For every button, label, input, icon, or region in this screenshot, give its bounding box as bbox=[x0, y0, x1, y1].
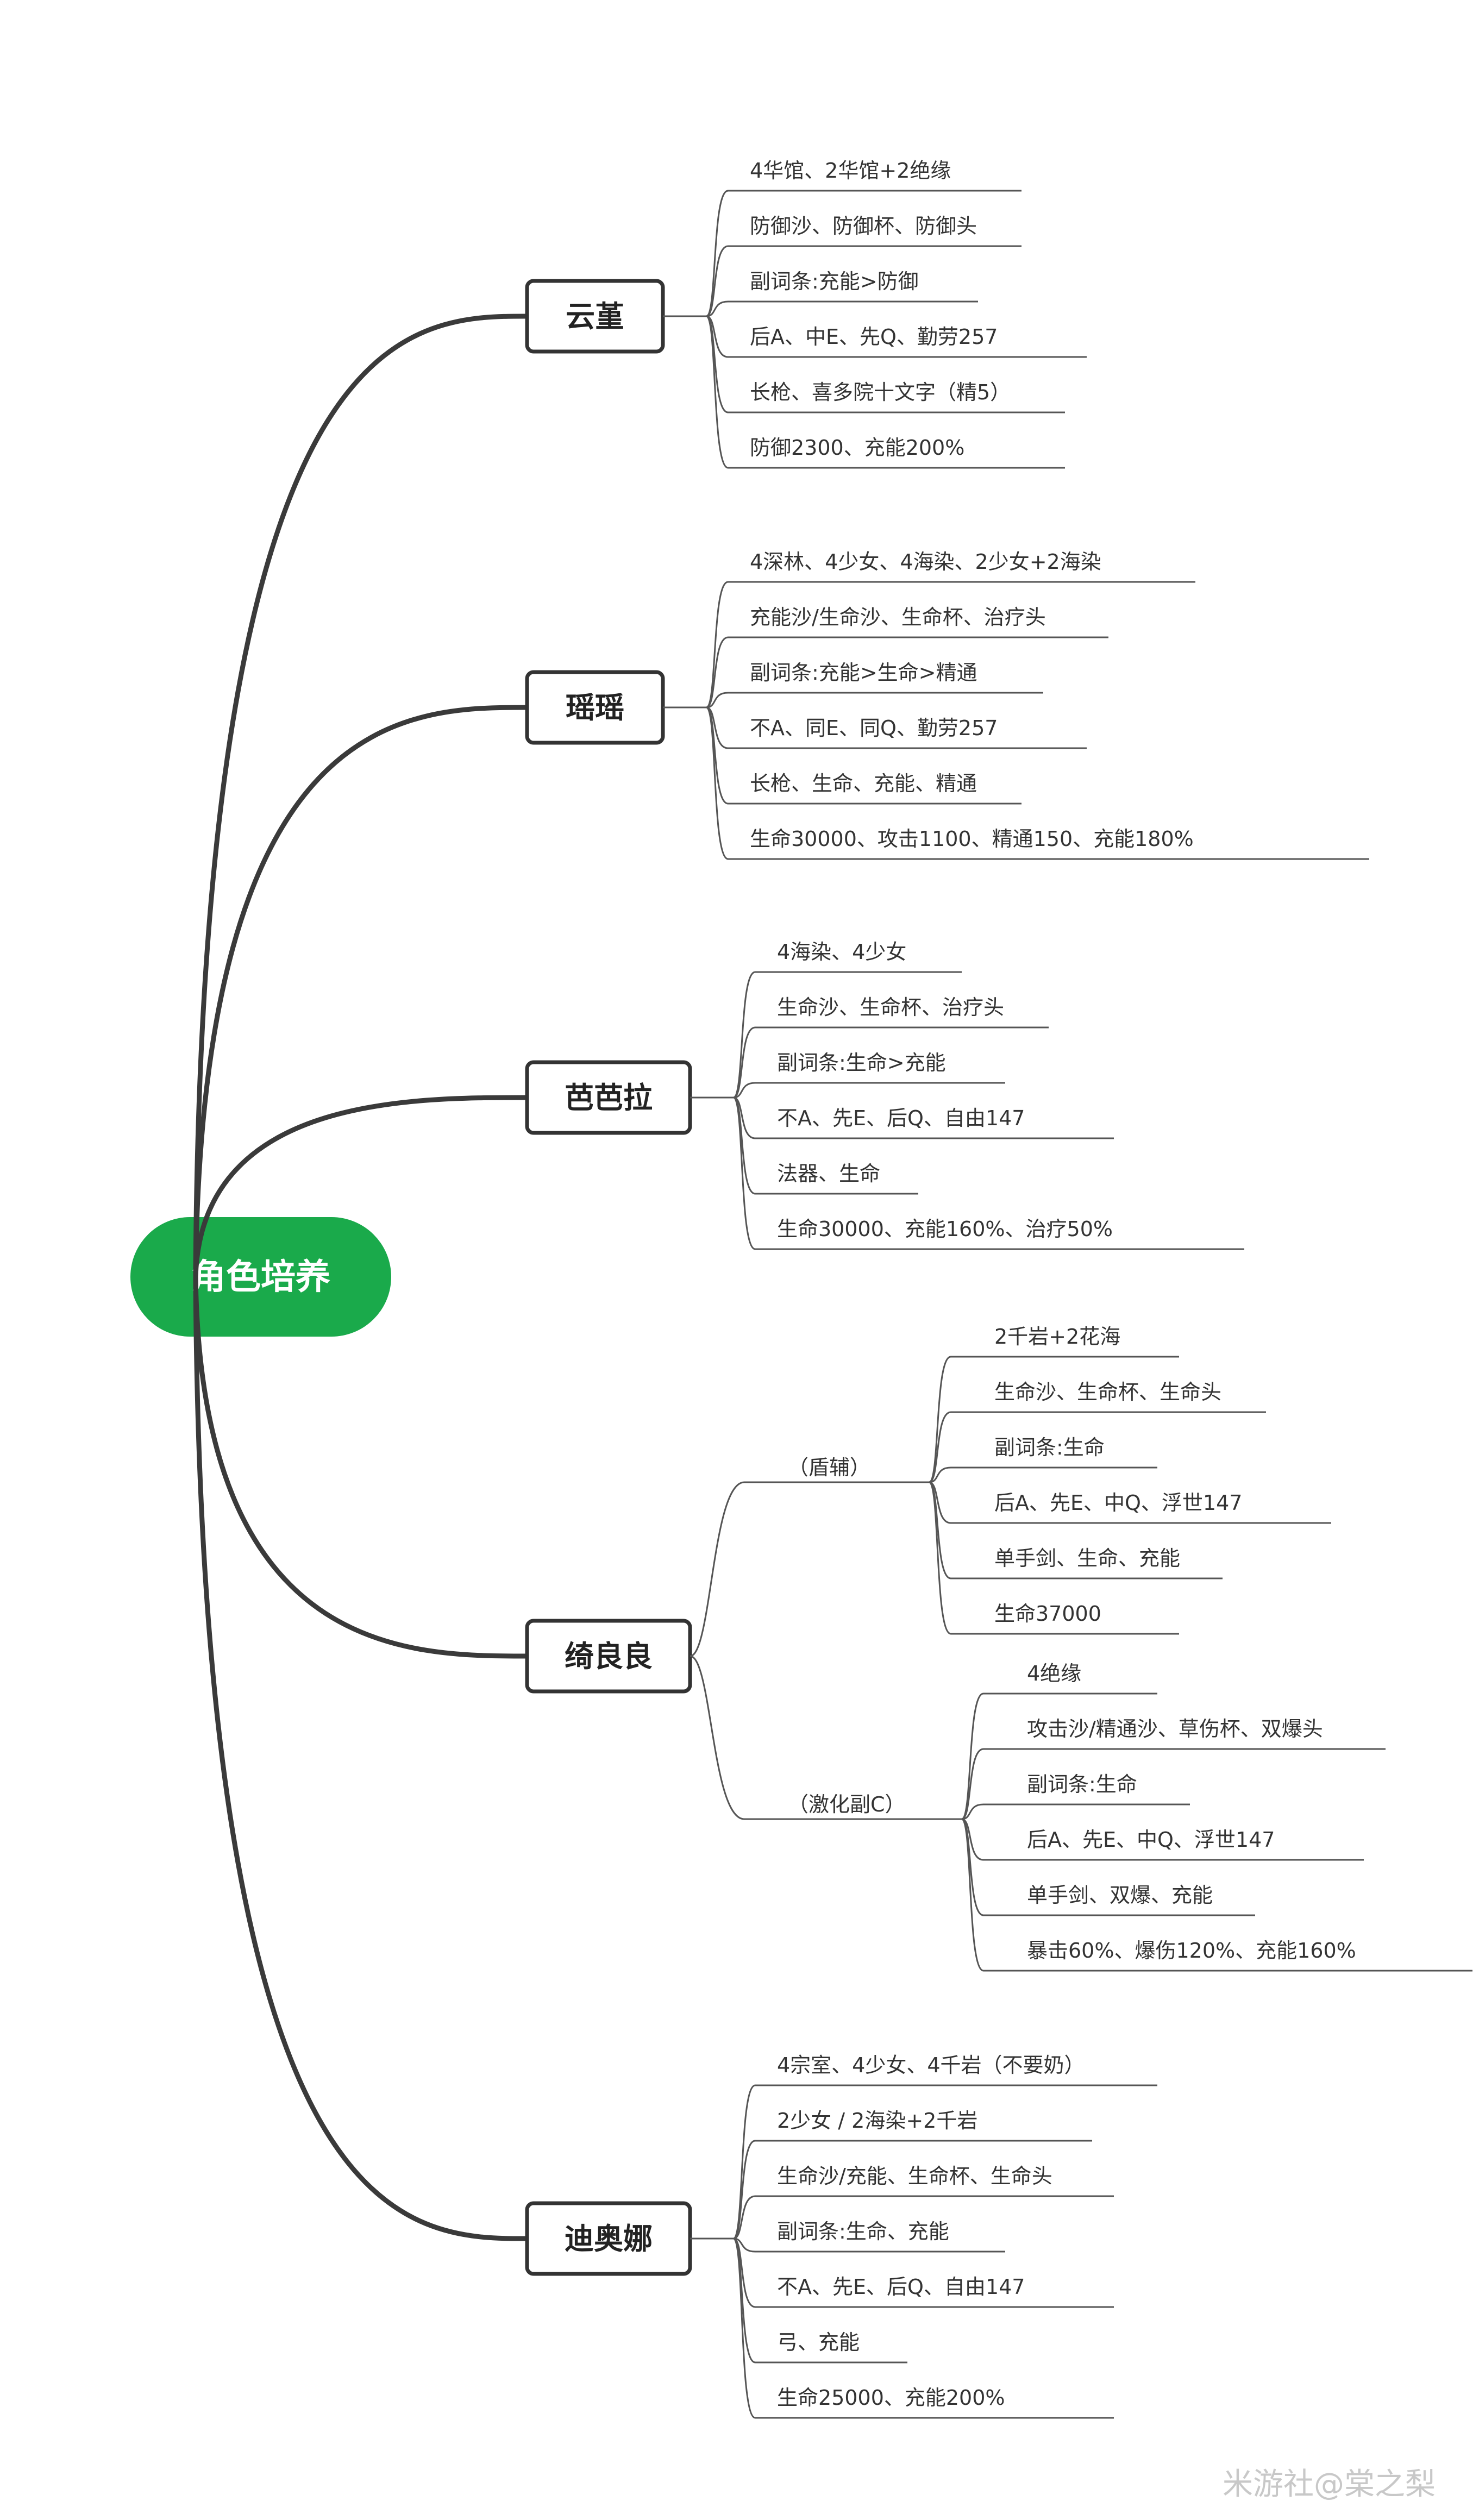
leaf-item-text: 4绝缘 bbox=[1027, 1662, 1081, 1685]
branch-label: 芭芭拉 bbox=[565, 1081, 653, 1115]
leaf-item-text: 后A、中E、先Q、勤劳257 bbox=[750, 325, 998, 349]
leaf-item-text: 后A、先E、中Q、浮世147 bbox=[994, 1491, 1242, 1515]
leaf-item-text: 副词条:生命 bbox=[994, 1435, 1105, 1459]
leaf-item-connector bbox=[961, 1748, 984, 1820]
watermark: 米游社@棠之梨 bbox=[1223, 2467, 1436, 2502]
leaf-item-text: 长枪、喜多院十文字（精5） bbox=[750, 380, 1011, 404]
root-to-branch-connector bbox=[193, 705, 528, 1277]
root-label: 角色培养 bbox=[191, 1257, 330, 1297]
leaf-item-text: 副词条:生命、充能 bbox=[777, 2220, 949, 2243]
leaf-item-connector bbox=[961, 1818, 984, 1916]
leaf-item-text: 4宗室、4少女、4千岩（不要奶） bbox=[777, 2053, 1085, 2077]
leaf-item-text: 充能沙/生命沙、生命杯、治疗头 bbox=[750, 605, 1046, 629]
leaf-item-connector bbox=[733, 2237, 756, 2253]
leaf-item-text: 长枪、生命、充能、精通 bbox=[750, 772, 977, 795]
leaf-item-connector bbox=[732, 1096, 756, 1250]
leaf-item-text: 副词条:充能>生命>精通 bbox=[750, 661, 977, 685]
branch-label: 瑶瑶 bbox=[566, 691, 624, 725]
leaf-item-text: 2少女 / 2海染+2千岩 bbox=[777, 2109, 977, 2133]
leaf-item-connector bbox=[705, 315, 729, 469]
leaf-item-connector bbox=[929, 1356, 951, 1483]
leaf-item-connector bbox=[733, 2140, 756, 2240]
root-to-branch-connector bbox=[193, 1095, 528, 1277]
leaf-item-text: 副词条:充能>防御 bbox=[750, 269, 919, 293]
leaf-item-text: 副词条:生命>充能 bbox=[777, 1051, 946, 1075]
leaf-item-connector bbox=[733, 1096, 756, 1195]
sub-connector bbox=[690, 1655, 745, 1820]
leaf-item-text: 副词条:生命 bbox=[1027, 1772, 1137, 1796]
leaf-item-connector bbox=[733, 2195, 756, 2240]
leaf-item-connector bbox=[929, 1411, 951, 1483]
leaf-item-text: 生命沙、生命杯、生命头 bbox=[994, 1380, 1221, 1404]
root-to-branch-connector bbox=[193, 314, 528, 1277]
root-to-branch-connector bbox=[193, 1276, 528, 2241]
leaf-item-connector bbox=[706, 692, 729, 709]
leaf-item-connector bbox=[732, 2237, 756, 2419]
leaf-item-text: 生命沙/充能、生命杯、生命头 bbox=[777, 2164, 1052, 2188]
sub-connector bbox=[690, 1481, 745, 1657]
leaf-item-text: 单手剑、双爆、充能 bbox=[1027, 1883, 1213, 1907]
leaf-item-connector bbox=[732, 2084, 756, 2240]
leaf-item-text: 不A、先E、后Q、自由147 bbox=[777, 1106, 1025, 1130]
leaf-item-connector bbox=[733, 1026, 756, 1099]
leaf-item-text: 暴击60%、爆伤120%、充能160% bbox=[1027, 1939, 1356, 1963]
branch-label: 迪奥娜 bbox=[565, 2222, 653, 2256]
leaf-item-text: 不A、同E、同Q、勤劳257 bbox=[750, 716, 998, 740]
leaf-item-connector bbox=[961, 1818, 984, 1972]
leaf-item-text: 单手剑、生命、充能 bbox=[994, 1546, 1180, 1570]
leaf-item-connector bbox=[929, 1466, 951, 1483]
leaf-item-connector bbox=[705, 706, 729, 860]
leaf-item-connector bbox=[706, 190, 729, 317]
leaf-item-connector bbox=[706, 315, 729, 413]
branch-label: 云堇 bbox=[566, 299, 624, 334]
leaf-item-text: 法器、生命 bbox=[777, 1162, 880, 1186]
leaf-item-connector bbox=[706, 636, 729, 709]
leaf-item-connector bbox=[706, 300, 729, 317]
leaf-item-text: 弓、充能 bbox=[777, 2330, 860, 2354]
branch-label: 绮良良 bbox=[565, 1639, 653, 1673]
leaf-item-connector bbox=[733, 1082, 756, 1099]
leaf-item-text: 4深林、4少女、4海染、2少女+2海染 bbox=[750, 550, 1101, 574]
leaf-item-text: 4海染、4少女 bbox=[777, 940, 906, 964]
leaf-item-text: 生命沙、生命杯、治疗头 bbox=[777, 995, 1004, 1019]
leaf-item-text: 攻击沙/精通沙、草伤杯、双爆头 bbox=[1027, 1717, 1323, 1741]
leaf-item-connector bbox=[733, 971, 756, 1099]
leaf-item-text: 生命25000、充能200% bbox=[777, 2386, 1005, 2410]
leaf-item-text: 防御沙、防御杯、防御头 bbox=[750, 214, 977, 238]
leaf-item-text: 不A、先E、后Q、自由147 bbox=[777, 2275, 1025, 2299]
leaf-item-connector bbox=[733, 2237, 756, 2364]
leaf-item-text: 后A、先E、中Q、浮世147 bbox=[1027, 1828, 1275, 1852]
leaf-item-text: 防御2300、充能200% bbox=[750, 436, 964, 460]
leaf-item-text: 2千岩+2花海 bbox=[994, 1325, 1120, 1349]
leaf-item-connector bbox=[961, 1803, 984, 1820]
root-to-branch-connector bbox=[193, 1276, 528, 1659]
leaf-item-text: 生命37000 bbox=[994, 1602, 1101, 1626]
sub-branch-label: （盾辅） bbox=[788, 1456, 870, 1480]
leaf-item-text: 4华馆、2华馆+2绝缘 bbox=[750, 159, 951, 183]
leaf-item-connector bbox=[928, 1481, 951, 1635]
leaf-item-connector bbox=[706, 706, 729, 805]
sub-branch-label: （激化副C） bbox=[788, 1792, 906, 1816]
leaf-item-connector bbox=[706, 581, 729, 709]
leaf-item-text: 生命30000、充能160%、治疗50% bbox=[777, 1217, 1113, 1241]
leaf-item-text: 生命30000、攻击1100、精通150、充能180% bbox=[750, 827, 1194, 851]
leaf-item-connector bbox=[929, 1481, 951, 1579]
leaf-item-connector bbox=[961, 1692, 984, 1820]
leaf-item-connector bbox=[706, 245, 729, 317]
